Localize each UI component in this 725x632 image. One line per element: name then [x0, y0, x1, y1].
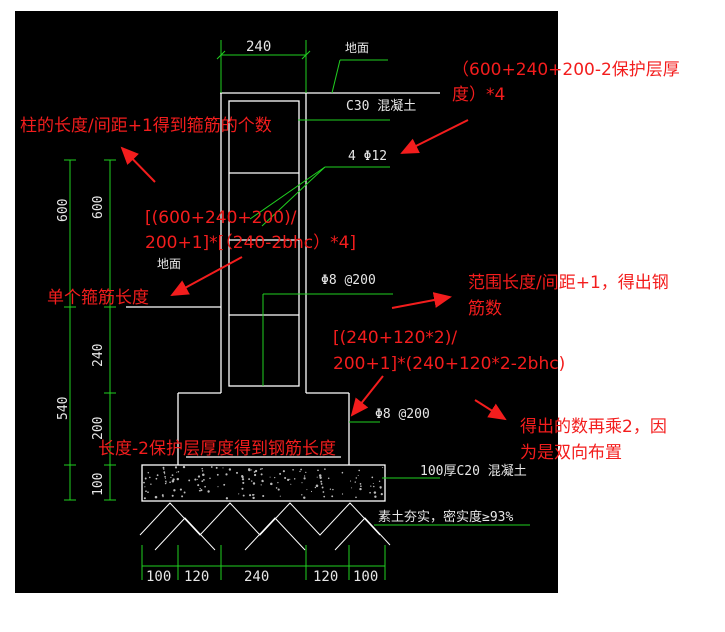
dim-v-240: 240 — [91, 344, 106, 367]
annotation-arrows — [120, 119, 507, 421]
concrete-c30-label: C30 混凝土 — [346, 98, 416, 114]
column-rebar-cage — [228, 100, 300, 387]
pad-label: 100厚C20 混凝土 — [420, 463, 527, 479]
dim-bottom-1: 100 — [146, 569, 171, 585]
rebar-main-label: 4 Φ12 — [348, 149, 387, 164]
note-single-stirrup: 单个箍筋长度 — [47, 288, 149, 308]
arrow-to-multiply — [474, 399, 507, 421]
note-multiply-line2: 为是双向布置 — [520, 443, 622, 463]
dim-v-200: 200 — [91, 417, 106, 440]
dim-bottom-5: 100 — [353, 569, 378, 585]
base-rebar-label: Φ8 @200 — [375, 407, 430, 422]
dim-v-600-outer: 600 — [56, 199, 71, 222]
dimension-lines — [64, 40, 530, 580]
cad-drawing-canvas — [15, 11, 558, 593]
note-range-line2: 筋数 — [468, 299, 502, 319]
note-column-count: 柱的长度/间距+1得到箍筋的个数 — [20, 116, 272, 136]
ground-label-left: 地面 — [157, 257, 181, 271]
arrow-to-column-count — [120, 146, 156, 183]
arrow-to-range — [391, 292, 452, 309]
arrow-to-single-stirrup — [170, 256, 243, 296]
note-formula1-line1: [(600+240+200)/ — [145, 208, 297, 228]
note-length-minus: 长度-2保护层厚度得到钢筋长度 — [98, 439, 336, 459]
dim-bottom-4: 120 — [313, 569, 338, 585]
dim-top-240: 240 — [246, 39, 271, 55]
dim-bottom-3: 240 — [244, 569, 269, 585]
dim-v-100: 100 — [91, 473, 106, 496]
soil-label: 素土夯实，密实度≥93% — [378, 509, 513, 525]
dim-v-600: 600 — [91, 196, 106, 219]
note-formula2-line1: [(240+120*2)/ — [333, 328, 457, 348]
dim-left-outer-540: 540 — [56, 397, 71, 420]
cad-labels: 240 地面 C30 混凝土 4 Φ12 地面 Φ8 @200 Φ8 @200 … — [56, 39, 527, 585]
note-multiply-line1: 得出的数再乘2，因 — [520, 417, 667, 437]
concrete-pad-speckle — [143, 465, 384, 500]
note-top-right-line1: （600+240+200-2保护层厚 — [452, 60, 680, 80]
concrete-pad — [141, 464, 386, 502]
arrow-to-base-rebar — [350, 375, 384, 417]
note-range-line1: 范围长度/间距+1，得出钢 — [468, 273, 669, 293]
dim-bottom-2: 120 — [184, 569, 209, 585]
note-formula2-line2: 200+1]*(240+120*2-2bhc) — [333, 354, 565, 374]
stirrup-label: Φ8 @200 — [321, 273, 376, 288]
note-top-right-line2: 度）*4 — [452, 85, 505, 105]
structure-outline — [126, 92, 440, 502]
soil-hatch — [139, 502, 391, 551]
annotations: （600+240+200-2保护层厚 度）*4 柱的长度/间距+1得到箍筋的个数… — [20, 60, 680, 463]
note-formula1-line2: 200+1]*[（240-2bhc）*4] — [145, 233, 356, 253]
arrow-to-rebar-main — [400, 119, 469, 154]
ground-label-top: 地面 — [345, 41, 369, 55]
